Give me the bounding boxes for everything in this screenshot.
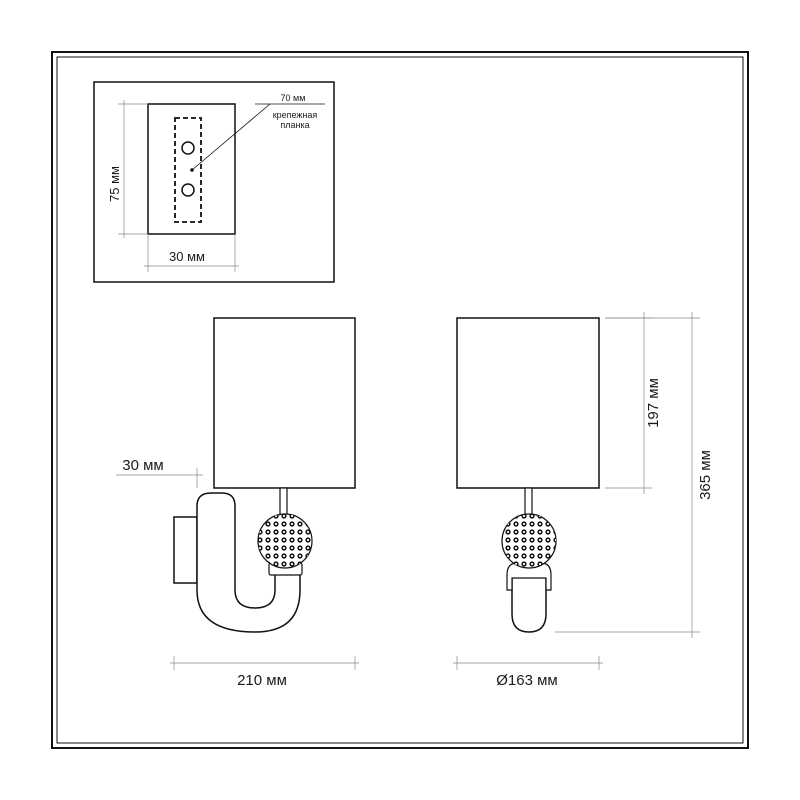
plate-label-line1: крепежная [273,110,318,120]
plate-width-label: 70 мм [281,93,306,103]
side-view: 30 мм 210 мм [116,317,359,689]
j-arm-outline [196,492,301,633]
side-shade [213,317,356,489]
side-width-label: 210 мм [237,672,287,689]
crystal-ball-front-texture [502,514,556,568]
offset-label: 30 мм [122,457,163,474]
shade-height-label: 197 мм [645,378,662,428]
crystal-ball-side-texture [258,514,312,568]
plate-height-label: 75 мм [107,166,122,202]
mount-bar-dashed [174,117,202,223]
front-shade [456,317,600,489]
leader-line [191,103,271,171]
mount-plate [147,103,236,235]
screw-hole-bottom [181,183,195,197]
mount-plate-inset: 70 мм крепежная планка 75 мм 30 мм [93,81,335,283]
total-height-label: 365 мм [697,450,714,500]
plate-label-line2: планка [280,120,309,130]
plate-depth-label: 30 мм [169,249,205,264]
front-socket [506,562,552,591]
front-arm-outline [511,565,547,633]
outer-frame [51,51,749,749]
front-view: 197 мм 365 мм Ø163 мм [453,312,714,689]
inset-border [93,81,335,283]
inner-frame [56,56,744,744]
wall-mount-block [173,516,198,584]
screw-hole-top [181,141,195,155]
diameter-label: Ø163 мм [496,672,558,689]
